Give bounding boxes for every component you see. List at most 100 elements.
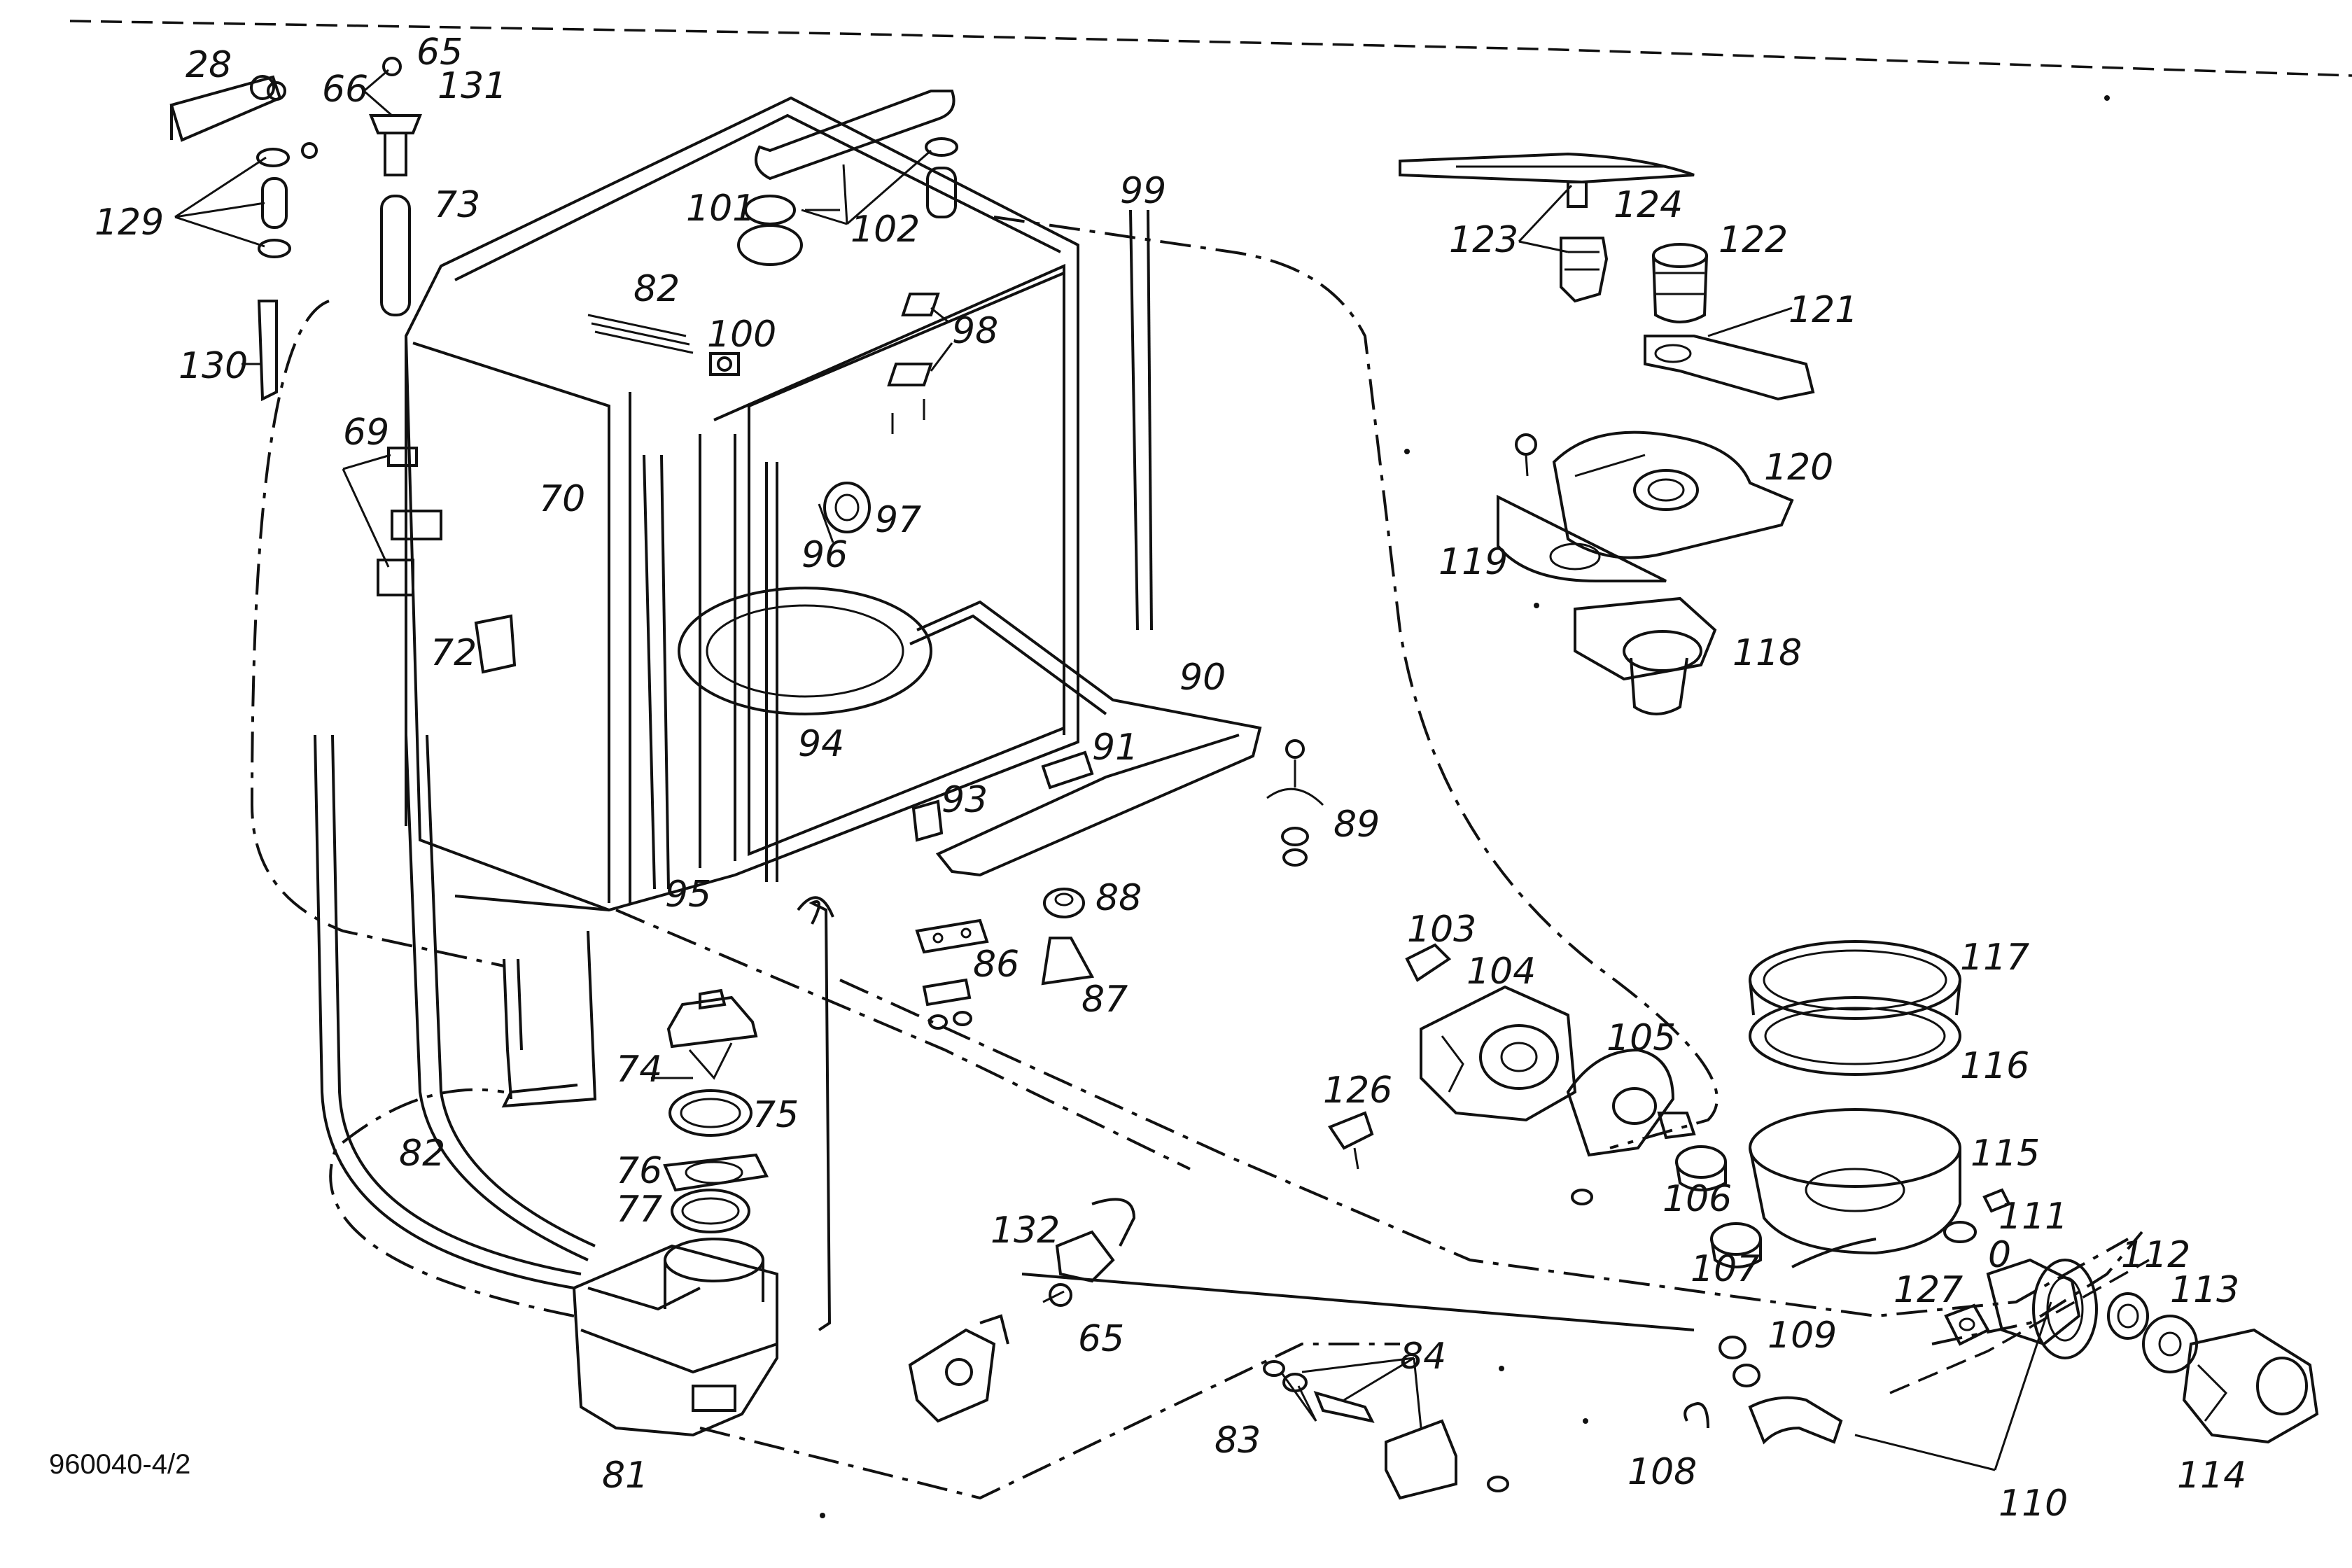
label-89: 89: [1334, 804, 1380, 846]
part-120-filter-plate: [1552, 430, 1794, 559]
label-70: 70: [539, 478, 585, 520]
label-126: 126: [1323, 1070, 1392, 1112]
label-110: 110: [1998, 1483, 2068, 1525]
dishwasher-tub: [404, 96, 1079, 912]
part-123-nozzle: [1518, 184, 1609, 303]
part-117-ring: [1749, 940, 1961, 1020]
dash-line-tub-to-pump: [839, 979, 2129, 1318]
part-75-seal: [668, 1089, 752, 1137]
part-111-clip: [1982, 1188, 2011, 1213]
hoses-82: [314, 734, 597, 1289]
label-87: 87: [1082, 979, 1128, 1021]
label-115: 115: [1970, 1133, 2040, 1175]
dash-line-middle-left: [615, 909, 1191, 1170]
label-95: 95: [665, 874, 711, 916]
part-132-valve: [1049, 1198, 1136, 1307]
label-116: 116: [1960, 1045, 2029, 1087]
document-code: 960040-4/2: [49, 1449, 190, 1480]
part-labels: 28 65 66 131 73 129 130 101 102 99 82 10…: [49, 31, 2246, 1525]
part-88-grommet: [1043, 888, 1085, 918]
top-border-line: [69, 20, 2352, 77]
label-105: 105: [1606, 1017, 1676, 1059]
part-65-valve-block: [908, 1314, 1009, 1423]
label-104: 104: [1466, 951, 1536, 993]
part-118-coarse-filter: [1574, 596, 1717, 715]
label-99: 99: [1120, 170, 1166, 212]
part-89-screws: [1266, 739, 1324, 867]
label-119: 119: [1438, 541, 1508, 583]
label-96: 96: [802, 534, 848, 576]
part-65-66-131-inlet: [363, 57, 422, 176]
label-86: 86: [973, 944, 1019, 986]
part-77-seal: [671, 1189, 750, 1233]
label-91: 91: [1092, 727, 1138, 769]
part-94-rail: [765, 462, 778, 882]
part-104-motor: [1420, 985, 1577, 1122]
part-91-clip: [1041, 750, 1094, 790]
label-75: 75: [752, 1094, 799, 1136]
label-112: 112: [2121, 1234, 2190, 1276]
part-116-gasket: [1749, 996, 1961, 1076]
label-98: 98: [952, 310, 998, 352]
dash-line-left-loop: [250, 300, 505, 967]
part-127-gasket: [1944, 1303, 1990, 1346]
label-0: 0: [1988, 1234, 2011, 1276]
part-121-bracket: [1644, 307, 1815, 401]
label-121: 121: [1788, 289, 1858, 331]
label-72: 72: [430, 632, 477, 674]
part-82-vent: [587, 314, 694, 354]
tub-top-arm-102: [737, 90, 958, 266]
label-102: 102: [850, 209, 920, 251]
part-105-pump: [1566, 1048, 1696, 1157]
label-65-bottom: 65: [1078, 1318, 1124, 1360]
part-122-filter: [1652, 243, 1708, 323]
part-93-clip: [911, 799, 944, 842]
part-86-bracket: [915, 918, 989, 1030]
label-107: 107: [1690, 1248, 1760, 1290]
label-131: 131: [438, 65, 507, 107]
part-107-hose: [1710, 1222, 1877, 1268]
part-130-hose: [241, 300, 278, 402]
part-129-clips: [174, 142, 318, 258]
part-0-pump-housing: [1986, 1258, 2098, 1359]
label-93: 93: [941, 779, 988, 821]
part-81-sump: [572, 1238, 778, 1437]
part-99-seal: [1129, 209, 1153, 631]
part-108-clamp: [1684, 1401, 1709, 1429]
part-119-fine-filter: [1497, 433, 1667, 582]
dash-line-bottom: [699, 1343, 1400, 1500]
part-106-seal: [1571, 1145, 1727, 1205]
label-101: 101: [686, 188, 755, 230]
part-73-tube: [380, 195, 411, 316]
label-129: 129: [94, 202, 164, 244]
part-76-flange: [663, 1153, 769, 1192]
label-83: 83: [1214, 1420, 1261, 1462]
part-114-drain-pump: [2182, 1328, 2319, 1444]
label-132: 132: [990, 1210, 1060, 1252]
dash-line-main: [993, 216, 1718, 1149]
label-65-top: 65: [416, 31, 463, 74]
part-72-control: [474, 614, 517, 674]
part-90-heater: [909, 600, 1262, 877]
label-73: 73: [434, 184, 480, 226]
label-77: 77: [616, 1189, 662, 1231]
label-82-top: 82: [634, 268, 680, 310]
label-100: 100: [707, 314, 776, 356]
part-98-brackets: [887, 293, 940, 434]
label-103: 103: [1407, 909, 1476, 951]
label-111: 111: [1998, 1196, 2068, 1238]
label-124: 124: [1614, 184, 1683, 226]
inlet-hose-curve: [797, 896, 834, 1331]
label-74: 74: [616, 1049, 662, 1091]
part-103-pin: [1405, 943, 1452, 982]
label-28: 28: [186, 44, 232, 86]
label-114: 114: [2177, 1455, 2246, 1497]
part-74-cap: [666, 988, 758, 1080]
part-126-clip: [1327, 1111, 1374, 1170]
part-95-strip: [643, 454, 670, 890]
label-120: 120: [1764, 447, 1833, 489]
label-123: 123: [1449, 219, 1518, 261]
wire-to-109: [1021, 1273, 1695, 1331]
label-76: 76: [616, 1150, 662, 1192]
